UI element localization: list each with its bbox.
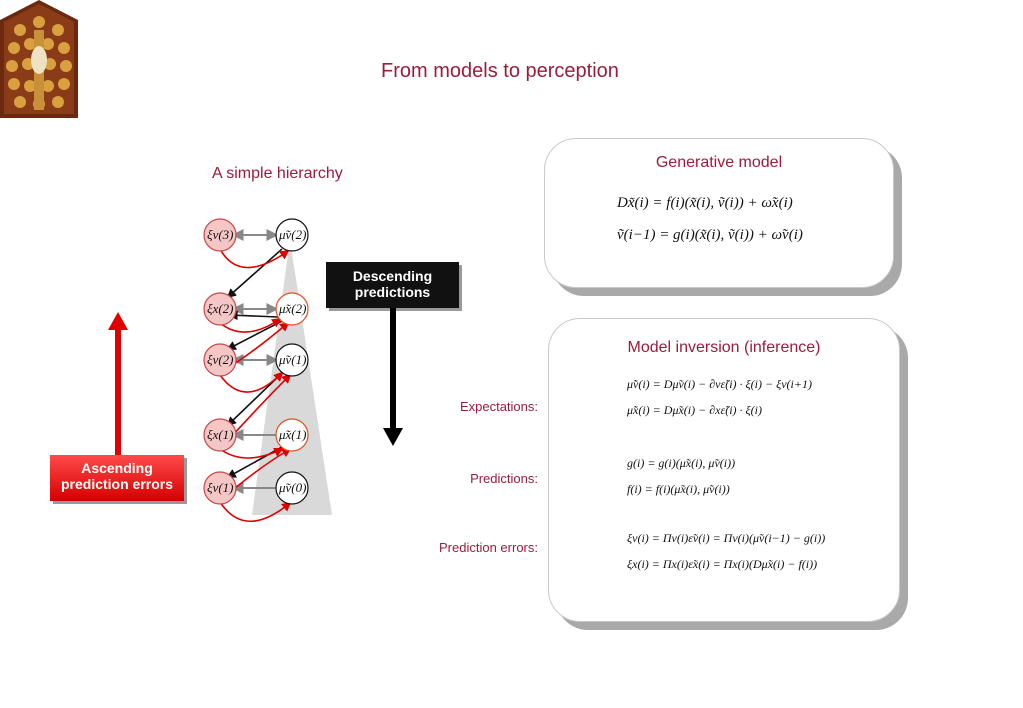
pred-mu-x2-xi-x2 (228, 310, 279, 321)
label-xi-v2: ξv(2) (207, 352, 234, 367)
ascending-errors-box: Ascending prediction errors (50, 455, 184, 501)
model-inversion-panel: Model inversion (inference) μ̃̇v(i) = Dμ… (548, 318, 900, 622)
prediction-errors-label: Prediction errors: (439, 540, 538, 555)
label-xi-x1: ξx(1) (207, 427, 234, 442)
label-mu-v0: μ̃v(0) (279, 480, 307, 495)
pred-mu-v2-xi-x2 (226, 248, 283, 299)
expectations-label: Expectations: (459, 399, 538, 414)
label-mu-v2: μ̃v(2) (279, 227, 307, 242)
err-xi-x2-mu-x2 (219, 317, 282, 333)
label-mu-x2: μ̃x(2) (279, 301, 307, 316)
generative-eq-2: ṽ(i−1) = g(i)(x̃(i), ṽ(i)) + ω̃v(i) (617, 227, 803, 243)
generative-model-title: Generative model (655, 154, 783, 171)
label-xi-v3: ξv(3) (207, 227, 234, 242)
node-mu-x1 (275, 418, 309, 452)
down-arrow-icon (383, 308, 403, 446)
generative-eq-1: Dx̃(i) = f(i)(x̃(i), ṽ(i)) + ω̃x(i) (617, 195, 793, 211)
label-mu-x1: μ̃x(1) (279, 427, 307, 442)
up-arrow-icon (108, 312, 128, 457)
label-mu-v1: μ̃v(1) (279, 352, 307, 367)
node-xi-v2 (203, 343, 237, 377)
hierarchy-cone (252, 240, 332, 515)
node-xi-v3 (203, 218, 237, 252)
err-xi-v2-mu-v1 (219, 371, 284, 393)
node-mu-v1 (275, 343, 309, 377)
generative-model-panel: Generative model Dx̃(i) = f(i)(x̃(i), ṽ(… (544, 138, 894, 288)
err-xi-v3-mu-v2 (219, 248, 290, 269)
error-eq-2: ξx(i) = Πx(i)ε̃x(i) = Πx(i)(Dμ̃x(i) − f(… (627, 557, 818, 571)
label-xi-x2: ξx(2) (207, 301, 234, 316)
hierarchy-title: A simple hierarchy (212, 165, 343, 182)
predictions-label: Predictions: (470, 471, 538, 486)
err-xi-v1-mu-v0 (219, 501, 292, 523)
error-eq-1: ξv(i) = Πv(i)ε̃v(i) = Πv(i)(μ̃v(i−1) − g… (627, 531, 826, 545)
node-xi-v1 (203, 471, 237, 505)
page-title: From models to perception (381, 60, 619, 82)
label-xi-v1: ξv(1) (207, 480, 234, 495)
descending-predictions-box: Descending predictions (326, 262, 459, 308)
node-mu-x2 (275, 292, 309, 326)
prediction-eq-1: g(i) = g(i)(μ̃x(i), μ̃v(i)) (627, 456, 736, 470)
hierarchy-diagram (203, 218, 332, 523)
painting-thumbnail (0, 0, 78, 118)
node-mu-v2 (275, 218, 309, 252)
model-inversion-title: Model inversion (inference) (627, 339, 821, 356)
expectation-eq-1: μ̃̇v(i) = Dμ̃v(i) − ∂vε̃(i) · ξ(i) − ξv(… (627, 377, 812, 391)
err-xi-x1-mu-x1 (219, 448, 284, 459)
node-xi-x1 (203, 418, 237, 452)
expectation-eq-2: μ̃̇x(i) = Dμ̃x(i) − ∂xε̃(i) · ξ(i) (627, 403, 762, 417)
node-xi-x2 (203, 292, 237, 326)
prediction-eq-2: f(i) = f(i)(μ̃x(i), μ̃v(i)) (627, 482, 730, 496)
node-mu-v0 (275, 471, 309, 505)
